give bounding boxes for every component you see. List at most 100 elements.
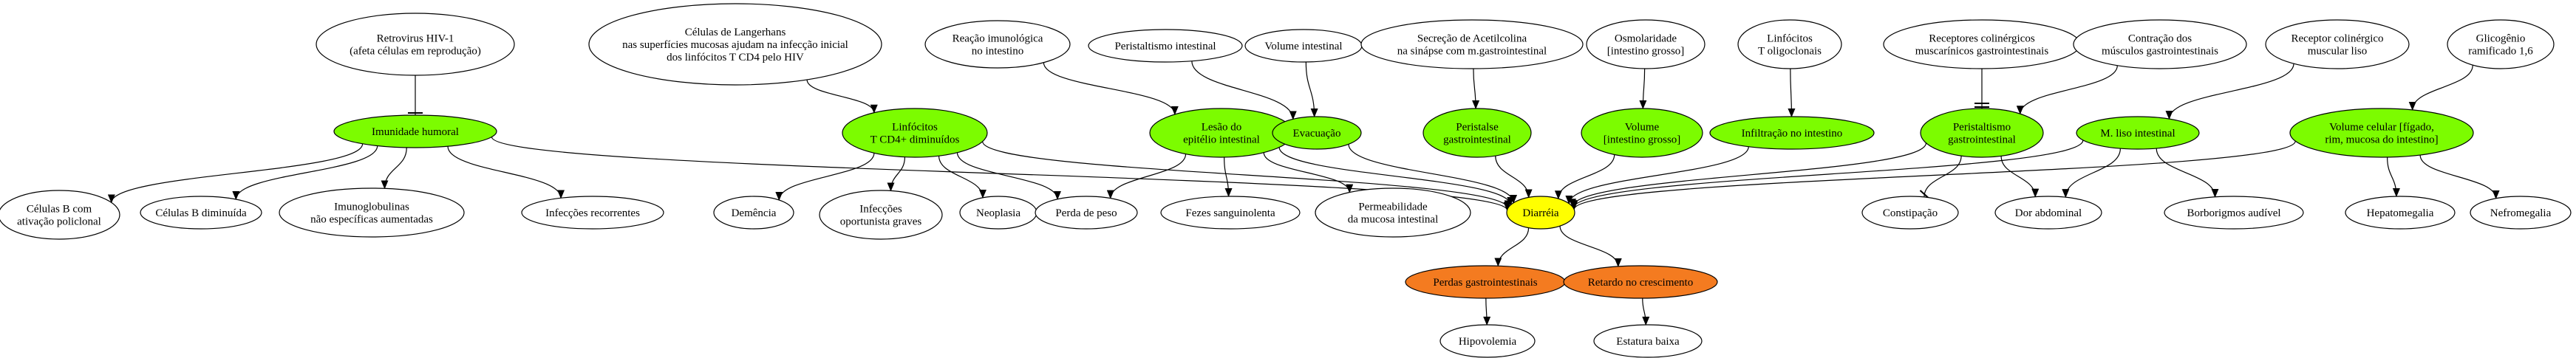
edge-line <box>2408 65 2473 111</box>
edge-retardo-to-estatura <box>1642 297 1650 326</box>
edge-line <box>1642 297 1650 326</box>
node-ellipse <box>2289 108 2474 158</box>
node-ellipse <box>1315 187 1471 238</box>
node-ellipse <box>1088 29 1243 63</box>
edge-line <box>1348 144 1518 204</box>
edge-linf-t-oligo-to-infiltracao <box>1788 68 1796 117</box>
node-label: Infecções <box>859 204 902 216</box>
node-imunidade: Imunidade humoral <box>333 114 497 148</box>
node-label: Células B diminuída <box>155 207 247 219</box>
node-ellipse <box>1506 196 1575 230</box>
node-osmolaridade: Osmolaridade[intestino grosso] <box>1586 19 1706 69</box>
node-label: nas superfícies mucosas ajudam na infecç… <box>622 39 848 51</box>
edge-line <box>1565 146 1749 204</box>
edge-line <box>2000 156 2040 198</box>
edge-peristaltismo-gi-to-dor-abd <box>2000 156 2040 198</box>
edge-line <box>938 156 987 199</box>
edge-volume-cel-to-diarreia <box>1570 140 2296 210</box>
node-label: Fezes sanguinolenta <box>1185 207 1275 219</box>
node-diarreia: Diarréia <box>1506 196 1575 230</box>
node-label: Dor abdominal <box>2015 207 2082 219</box>
node-infeccoes-rec: Infecções recorrentes <box>521 196 664 230</box>
edge-diarreia-to-retardo <box>1559 226 1622 267</box>
node-ellipse <box>1439 324 1536 358</box>
edge-linfocitos-cd4-to-demencia <box>775 153 875 202</box>
node-label: Infiltração no intestino <box>1742 128 1843 140</box>
node-label: Linfócitos <box>1767 33 1813 45</box>
edge-linfocitos-cd4-to-neoplasia <box>938 156 987 199</box>
node-volume-int: Volume intestinal <box>1244 29 1363 63</box>
node-ellipse <box>0 190 120 240</box>
node-ellipse <box>279 187 465 238</box>
node-label: Imunoglobulinas <box>334 202 409 213</box>
node-ellipse <box>316 13 515 76</box>
node-label: na sinápse com m.gastrointestinal <box>1397 46 1547 58</box>
edge-line <box>1495 156 1533 199</box>
node-label: Contração dos <box>2128 33 2192 45</box>
node-label: Lesão do <box>1202 122 1242 134</box>
node-label: no intestino <box>972 46 1023 58</box>
node-ellipse <box>333 114 497 148</box>
edge-imunidade-to-imunoglob <box>381 147 407 190</box>
edge-diarreia-to-perdas-gi <box>1494 227 1530 267</box>
node-label: Retardo no crescimento <box>1588 277 1693 289</box>
node-ellipse <box>1422 108 1532 158</box>
node-label: ramificado 1,6 <box>2468 46 2533 58</box>
edge-volume-ig-to-diarreia <box>1554 154 1615 200</box>
edge-line <box>2387 156 2400 198</box>
edge-line <box>1191 61 1297 120</box>
edge-retrovirus-to-imunidade <box>408 75 423 115</box>
edge-lesao-to-fezes <box>1224 156 1233 198</box>
node-label: oportunista graves <box>840 216 922 228</box>
node-hipovolemia: Hipovolemia <box>1439 324 1536 358</box>
node-label: Permeabilidade <box>1358 202 1428 213</box>
node-label: Hepatomegalia <box>2367 207 2434 219</box>
edge-linfocitos-cd4-to-infeccoes-op <box>887 156 906 192</box>
node-nefromegalia: Nefromegalia <box>2470 196 2572 230</box>
node-label: músculos gastrointestinais <box>2102 46 2218 58</box>
edge-lesao-to-diarreia <box>1278 147 1515 206</box>
edge-line <box>1278 147 1515 206</box>
node-ellipse <box>2073 19 2247 69</box>
edge-line <box>775 153 875 202</box>
node-ellipse <box>1861 196 1959 230</box>
node-ellipse <box>1563 265 1718 299</box>
node-label: Reação imunológica <box>953 33 1043 45</box>
node-ellipse <box>1581 108 1703 158</box>
node-label: Volume <box>1625 122 1660 134</box>
node-label: ativação policlonal <box>17 216 101 228</box>
node-volume-ig: Volume[intestino grosso] <box>1581 108 1703 158</box>
edge-line <box>1639 68 1647 110</box>
node-label: epitélio intestinal <box>1183 134 1260 146</box>
node-demencia: Demência <box>713 196 794 230</box>
node-label: muscular liso <box>2308 46 2367 58</box>
node-ellipse <box>1593 324 1703 358</box>
edge-imunidade-to-infeccoes-rec <box>447 146 565 199</box>
node-label: Imunidade humoral <box>372 126 459 138</box>
edge-line <box>1570 140 2296 210</box>
node-constipacao: Constipação <box>1861 196 1959 230</box>
node-ellipse <box>1035 196 1138 230</box>
node-label: Constipação <box>1883 207 1938 219</box>
node-estatura: Estatura baixa <box>1593 324 1703 358</box>
node-ellipse <box>713 196 794 230</box>
node-label: Evacuação <box>1293 128 1341 140</box>
edge-osmolaridade-to-volume-ig <box>1639 68 1647 110</box>
edge-imunidade-to-celulasB-ativ <box>107 143 364 204</box>
node-label: Linfócitos <box>892 122 938 134</box>
edge-lesao-to-perda-peso <box>1106 154 1187 199</box>
node-label: Peristalse <box>1456 122 1499 134</box>
node-label: da mucosa intestinal <box>1348 214 1438 226</box>
edge-linfocitos-cd4-to-perda-peso <box>956 152 1061 200</box>
node-label: Neoplasia <box>976 207 1020 219</box>
edge-line <box>1224 156 1233 198</box>
edge-secrecao-to-peristalse <box>1472 68 1480 110</box>
node-ellipse <box>2345 196 2456 230</box>
